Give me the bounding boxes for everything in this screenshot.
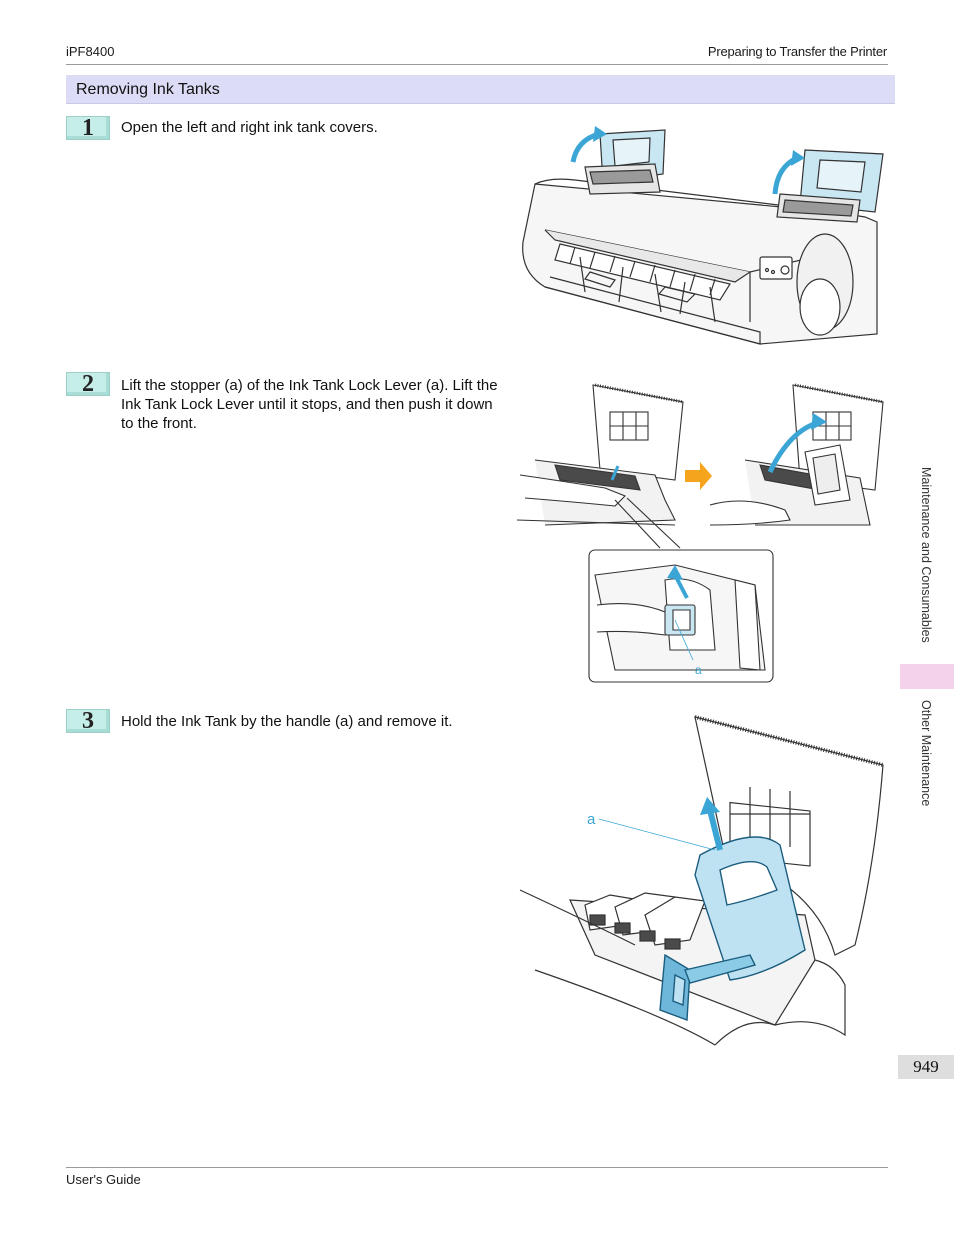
side-tab-chapter: Maintenance and Consumables — [919, 467, 933, 643]
step-3-badge: 3 — [66, 709, 110, 733]
section-title: Removing Ink Tanks — [76, 81, 220, 98]
printer-open-covers-illustration — [522, 126, 884, 345]
header-rule — [66, 64, 888, 65]
side-tab-highlight — [900, 664, 954, 689]
footer-rule — [66, 1167, 888, 1168]
header-model: iPF8400 — [66, 44, 115, 59]
lock-lever-illustration: a — [516, 383, 884, 683]
step-1-text: Open the left and right ink tank covers. — [121, 119, 378, 136]
step-2-badge: 2 — [66, 372, 110, 396]
section-title-bar: Removing Ink Tanks — [66, 75, 895, 104]
step-1-badge: 1 — [66, 116, 110, 140]
step-2-callout-label: a — [695, 663, 702, 677]
header-chapter: Preparing to Transfer the Printer — [707, 44, 887, 59]
step-3-callout-label: a — [587, 811, 596, 828]
step-2-text: Lift the stopper (a) of the Ink Tank Loc… — [121, 377, 498, 432]
remove-ink-tank-illustration: a — [519, 715, 884, 1046]
footer-title: User's Guide — [66, 1172, 141, 1187]
step-3-text: Hold the Ink Tank by the handle (a) and … — [121, 713, 453, 730]
page-number: 949 — [898, 1055, 954, 1079]
side-tab-section: Other Maintenance — [919, 700, 933, 807]
